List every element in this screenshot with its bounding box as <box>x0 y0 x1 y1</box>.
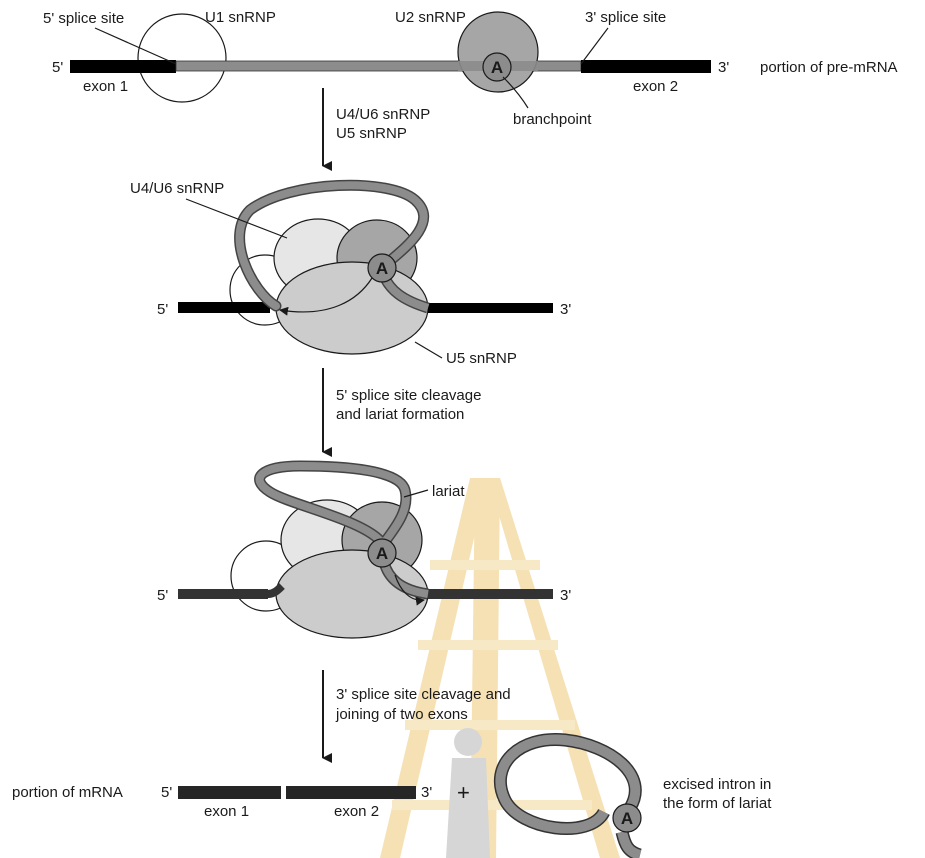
u1-label: U1 snRNP <box>205 9 276 26</box>
splice5-label: 5' splice site <box>43 10 124 27</box>
branchpoint-a-label-2: A <box>376 259 388 278</box>
u5-label: U5 snRNP <box>446 350 517 367</box>
three-prime-1: 3' <box>718 59 729 76</box>
exon1-bar-3 <box>178 589 268 599</box>
exon2-bar-4 <box>286 786 416 799</box>
step2-line1: 5' splice site cleavage <box>336 387 481 404</box>
step3-line1: 3' splice site cleavage and <box>336 686 511 703</box>
exon2-bar-2 <box>428 303 553 313</box>
exon2-label-4: exon 2 <box>334 803 379 820</box>
step3-line2: joining of two exons <box>335 706 468 723</box>
intron-label-line1: excised intron in <box>663 776 771 793</box>
branchpoint-a-label: A <box>491 58 503 77</box>
u5-snrnp-3 <box>276 550 428 638</box>
five-prime-3: 5' <box>157 587 168 604</box>
mrna-label: portion of mRNA <box>12 784 123 801</box>
stage1-premrna: A 5' splice site U1 snRNP U2 snRNP 3' sp… <box>43 9 898 128</box>
step1-line1: U4/U6 snRNP <box>336 106 430 123</box>
step1: U4/U6 snRNP U5 snRNP <box>323 88 430 166</box>
five-prime-2: 5' <box>157 301 168 318</box>
exon1-bar <box>70 60 176 73</box>
u2-label: U2 snRNP <box>395 9 466 26</box>
premrna-label: portion of pre-mRNA <box>760 59 898 76</box>
exon2-bar-3 <box>428 589 553 599</box>
u5-snrnp <box>276 262 428 354</box>
exon1-bar-4 <box>178 786 281 799</box>
exon1-bar-2 <box>178 302 270 313</box>
five-prime-1: 5' <box>52 59 63 76</box>
three-prime-2: 3' <box>560 301 571 318</box>
exon1-label-1: exon 1 <box>83 78 128 95</box>
exon1-label-4: exon 1 <box>204 803 249 820</box>
step1-line2: U5 snRNP <box>336 125 407 142</box>
branchpoint-label: branchpoint <box>513 111 592 128</box>
splice3-label: 3' splice site <box>585 9 666 26</box>
exon2-label-1: exon 2 <box>633 78 678 95</box>
intron-label-line2: the form of lariat <box>663 795 772 812</box>
three-prime-3: 3' <box>560 587 571 604</box>
u1-snrnp <box>138 14 226 102</box>
three-prime-4: 3' <box>421 784 432 801</box>
u4u6-label: U4/U6 snRNP <box>130 180 224 197</box>
plus-sign: + <box>457 780 470 805</box>
branchpoint-a-label-4: A <box>621 809 633 828</box>
stage2-spliceosome: A U4/U6 snRNP U5 snRNP 5' 3' <box>130 180 571 367</box>
five-prime-4: 5' <box>161 784 172 801</box>
stage3-lariat: A lariat 5' 3' <box>157 466 571 638</box>
step2-line2: and lariat formation <box>336 406 464 423</box>
branchpoint-a-label-3: A <box>376 544 388 563</box>
step2: 5' splice site cleavage and lariat forma… <box>323 368 481 452</box>
exon2-bar <box>581 60 711 73</box>
lariat-label: lariat <box>432 483 465 500</box>
